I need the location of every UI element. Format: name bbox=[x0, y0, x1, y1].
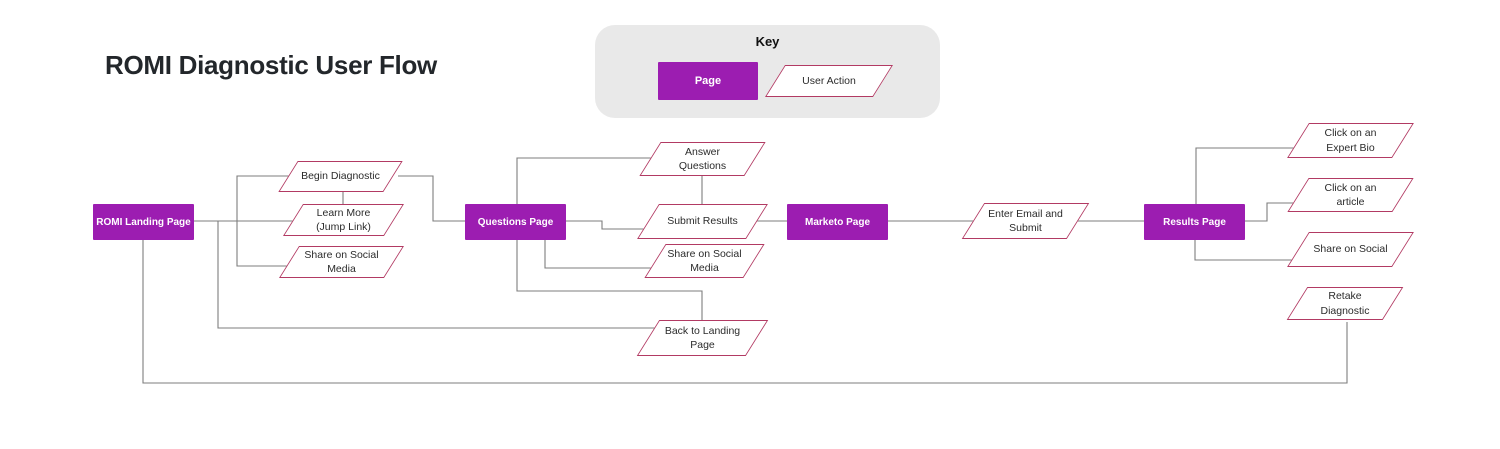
key-page-label: Page bbox=[694, 75, 722, 87]
action-node-label: Click on an article bbox=[1324, 181, 1377, 208]
edge-results-to-article bbox=[1245, 202, 1300, 222]
key-page-swatch: Page bbox=[658, 62, 758, 100]
page-node-marketo: Marketo Page bbox=[787, 204, 888, 240]
edge-questions-to-share-media bbox=[544, 240, 658, 269]
action-node-learn-more: Learn More (Jump Link) bbox=[283, 204, 404, 236]
page-node-results: Results Page bbox=[1144, 204, 1245, 240]
edge-begin-to-questions bbox=[398, 175, 466, 222]
action-node-label: Click on an Expert Bio bbox=[1324, 127, 1377, 154]
edge-retake-to-landing bbox=[142, 240, 1348, 384]
action-node-label: Retake Diagnostic bbox=[1320, 290, 1370, 317]
key-panel: Key Page User Action bbox=[595, 25, 940, 118]
edge-landing-branch-begin-share bbox=[236, 175, 296, 267]
action-node-retake-diagnostic: Retake Diagnostic bbox=[1286, 287, 1404, 320]
action-node-label: Submit Results bbox=[667, 215, 738, 228]
page-node-romi-landing: ROMI Landing Page bbox=[93, 204, 194, 240]
page-node-label: ROMI Landing Page bbox=[96, 216, 191, 228]
action-node-enter-email: Enter Email and Submit bbox=[961, 203, 1090, 239]
action-node-answer-questions: Answer Questions bbox=[639, 142, 766, 176]
action-node-share-social-media-1: Share on Social Media bbox=[279, 246, 404, 278]
action-node-label: Share on Social bbox=[1313, 243, 1388, 256]
page-node-label: Results Page bbox=[1163, 216, 1226, 228]
action-node-label: Enter Email and Submit bbox=[988, 207, 1063, 234]
page-node-label: Questions Page bbox=[477, 216, 554, 228]
action-node-label: Share on Social Media bbox=[667, 247, 742, 274]
edge-back-to-landing-return bbox=[217, 221, 662, 329]
action-node-click-expert-bio: Click on an Expert Bio bbox=[1287, 123, 1414, 158]
key-heading: Key bbox=[755, 34, 780, 49]
action-node-click-article: Click on an article bbox=[1287, 178, 1414, 212]
edge-results-to-share-social bbox=[1194, 240, 1300, 261]
action-node-submit-results: Submit Results bbox=[637, 204, 768, 239]
action-node-share-social-media-2: Share on Social Media bbox=[644, 244, 765, 278]
diagram-title: ROMI Diagnostic User Flow bbox=[105, 50, 437, 80]
edge-questions-to-answer bbox=[516, 157, 656, 204]
key-user-action-swatch: User Action bbox=[765, 65, 893, 97]
key-user-action-label: User Action bbox=[802, 74, 856, 87]
action-node-share-on-social: Share on Social bbox=[1287, 232, 1414, 267]
page-node-label: Marketo Page bbox=[804, 216, 871, 228]
action-node-label: Share on Social Media bbox=[304, 248, 379, 275]
edge-questions-to-back bbox=[516, 240, 703, 320]
action-node-label: Learn More (Jump Link) bbox=[316, 206, 371, 233]
page-node-questions: Questions Page bbox=[465, 204, 566, 240]
action-node-back-to-landing: Back to Landing Page bbox=[636, 320, 769, 356]
edge-results-to-expert-bio bbox=[1195, 147, 1300, 204]
edge-questions-to-submit bbox=[566, 220, 652, 230]
action-node-begin-diagnostic: Begin Diagnostic bbox=[278, 161, 403, 192]
action-node-label: Answer Questions bbox=[678, 145, 727, 172]
action-node-label: Back to Landing Page bbox=[664, 324, 741, 351]
action-node-label: Begin Diagnostic bbox=[301, 170, 380, 183]
